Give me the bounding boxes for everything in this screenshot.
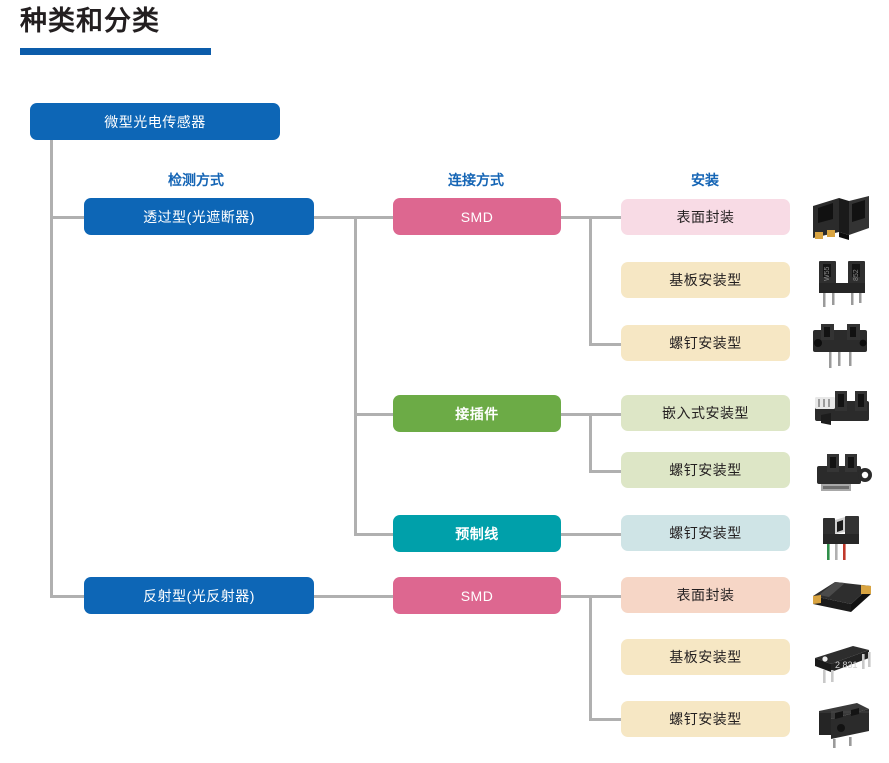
product-photo-photo-interrupter-smd	[805, 192, 879, 246]
node-mount-surface-bottom[interactable]: 表面封装	[621, 577, 790, 613]
connector-trunk-to-smd	[354, 216, 394, 219]
product-photo-photo-reflector-pcb: 2 831	[805, 632, 879, 686]
connector-connection-trunk	[354, 216, 357, 536]
connector-root-trunk	[50, 140, 53, 598]
title-underline	[20, 48, 211, 55]
node-mount-screw-prewired[interactable]: 螺钉安装型	[621, 515, 790, 551]
connector-trunk-to-prewired	[354, 533, 394, 536]
connector-conn-trunk	[589, 413, 592, 473]
node-mount-screw-top[interactable]: 螺钉安装型	[621, 325, 790, 361]
svg-text:2 831: 2 831	[835, 660, 858, 670]
column-header-detection: 检测方式	[168, 172, 224, 188]
connector-smdbot-trunk	[589, 595, 592, 721]
node-mount-screw-bottom[interactable]: 螺钉安装型	[621, 701, 790, 737]
connector-smdtop-to-screw	[589, 343, 622, 346]
svg-text:852: 852	[853, 269, 860, 281]
connector-root-to-through	[50, 216, 84, 219]
product-photo-photo-interrupter-screw	[805, 318, 879, 372]
node-detection-through[interactable]: 透过型(光遮断器)	[84, 198, 314, 235]
column-header-mounting: 安装	[691, 172, 719, 188]
node-connection-connector[interactable]: 接插件	[393, 395, 561, 432]
node-mount-screw-connector[interactable]: 螺钉安装型	[621, 452, 790, 488]
product-photo-photo-reflector-screw	[805, 695, 879, 749]
connector-conn-to-screw	[589, 470, 622, 473]
node-detection-reflective[interactable]: 反射型(光反射器)	[84, 577, 314, 614]
connector-reflective-out	[313, 595, 394, 598]
node-connection-smd-top[interactable]: SMD	[393, 198, 561, 235]
node-root[interactable]: 微型光电传感器	[30, 103, 280, 140]
node-mount-pcb-top[interactable]: 基板安装型	[621, 262, 790, 298]
node-connection-smd-bottom[interactable]: SMD	[393, 577, 561, 614]
product-photo-photo-interrupter-pcb: W55 852	[805, 255, 879, 309]
product-photo-photo-interrupter-wire-screw	[805, 508, 879, 562]
connector-smdtop-trunk	[589, 216, 592, 346]
product-photo-photo-reflector-smd	[805, 570, 879, 624]
product-photo-photo-interrupter-connector-embed	[805, 385, 879, 439]
product-photo-photo-interrupter-connector-screw	[805, 448, 879, 502]
connector-smdbot-to-screw	[589, 718, 622, 721]
column-header-connection: 连接方式	[448, 172, 504, 188]
connector-through-out	[313, 216, 357, 219]
svg-text:W55: W55	[824, 267, 831, 282]
connector-root-to-reflective	[50, 595, 84, 598]
connector-trunk-to-connector	[354, 413, 394, 416]
node-mount-embedded[interactable]: 嵌入式安装型	[621, 395, 790, 431]
page-title: 种类和分类	[20, 6, 160, 36]
node-mount-surface-top[interactable]: 表面封装	[621, 199, 790, 235]
connector-wire-out	[560, 533, 622, 536]
node-mount-pcb-bottom[interactable]: 基板安装型	[621, 639, 790, 675]
node-connection-prewired[interactable]: 预制线	[393, 515, 561, 552]
